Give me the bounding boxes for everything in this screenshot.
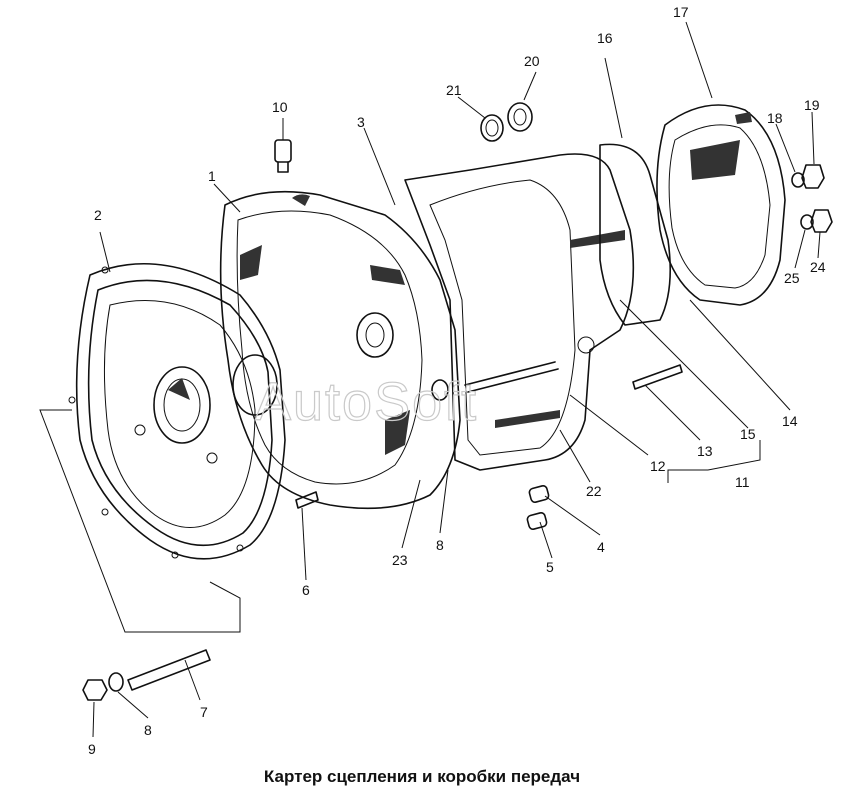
callout-1: 1: [208, 168, 216, 184]
callout-17: 17: [673, 4, 689, 20]
callout-21: 21: [446, 82, 462, 98]
callout-4: 4: [597, 539, 605, 555]
part-8-washer: [108, 672, 124, 692]
part-5-pin: [526, 512, 548, 530]
part-10-breather: [274, 139, 292, 173]
callout-9: 9: [88, 741, 96, 757]
part-13-stud: [632, 364, 683, 390]
part-1-clutch-housing: [219, 190, 461, 510]
part-21-ring: [480, 114, 504, 142]
part-7-stud: [127, 649, 211, 691]
callout-18: 18: [767, 110, 783, 126]
callout-15: 15: [740, 426, 756, 442]
callout-22: 22: [586, 483, 602, 499]
part-16-gasket: [599, 143, 672, 326]
part-11-gearbox-case: [404, 153, 635, 471]
callout-25: 25: [784, 270, 800, 286]
callout-23: 23: [392, 552, 408, 568]
part-17-rear-cover: [656, 104, 786, 306]
callout-5: 5: [546, 559, 554, 575]
part-19-nut: [801, 164, 825, 189]
callout-24: 24: [810, 259, 826, 275]
callout-16: 16: [597, 30, 613, 46]
callout-11: 11: [735, 474, 750, 490]
part-20-seal: [507, 102, 533, 132]
part-9-nut: [82, 679, 108, 701]
callout-13: 13: [697, 443, 713, 459]
callout-8b: 8: [436, 537, 444, 553]
callout-2: 2: [94, 207, 102, 223]
part-6-stud: [295, 491, 319, 509]
callouts: 1 2 3 4 5 6 7 8 8 9 10 11 12 13 14 15 16…: [88, 4, 826, 757]
callout-10: 10: [272, 99, 288, 115]
part-24-nut: [810, 209, 833, 233]
part-4-pin: [528, 485, 550, 503]
callout-7: 7: [200, 704, 208, 720]
part-25-washer: [800, 214, 814, 230]
callout-19: 19: [804, 97, 820, 113]
callout-12: 12: [650, 458, 666, 474]
part-2-cover-plate: [68, 262, 286, 560]
callout-20: 20: [524, 53, 540, 69]
callout-3: 3: [357, 114, 365, 130]
callout-14: 14: [782, 413, 798, 429]
watermark: AutoSoft: [255, 372, 478, 432]
callout-8a: 8: [144, 722, 152, 738]
callout-6: 6: [302, 582, 310, 598]
part-18-washer: [791, 172, 805, 188]
figure-caption: Картер сцепления и коробки передач: [263, 767, 581, 786]
leader-lines: [39, 21, 821, 738]
